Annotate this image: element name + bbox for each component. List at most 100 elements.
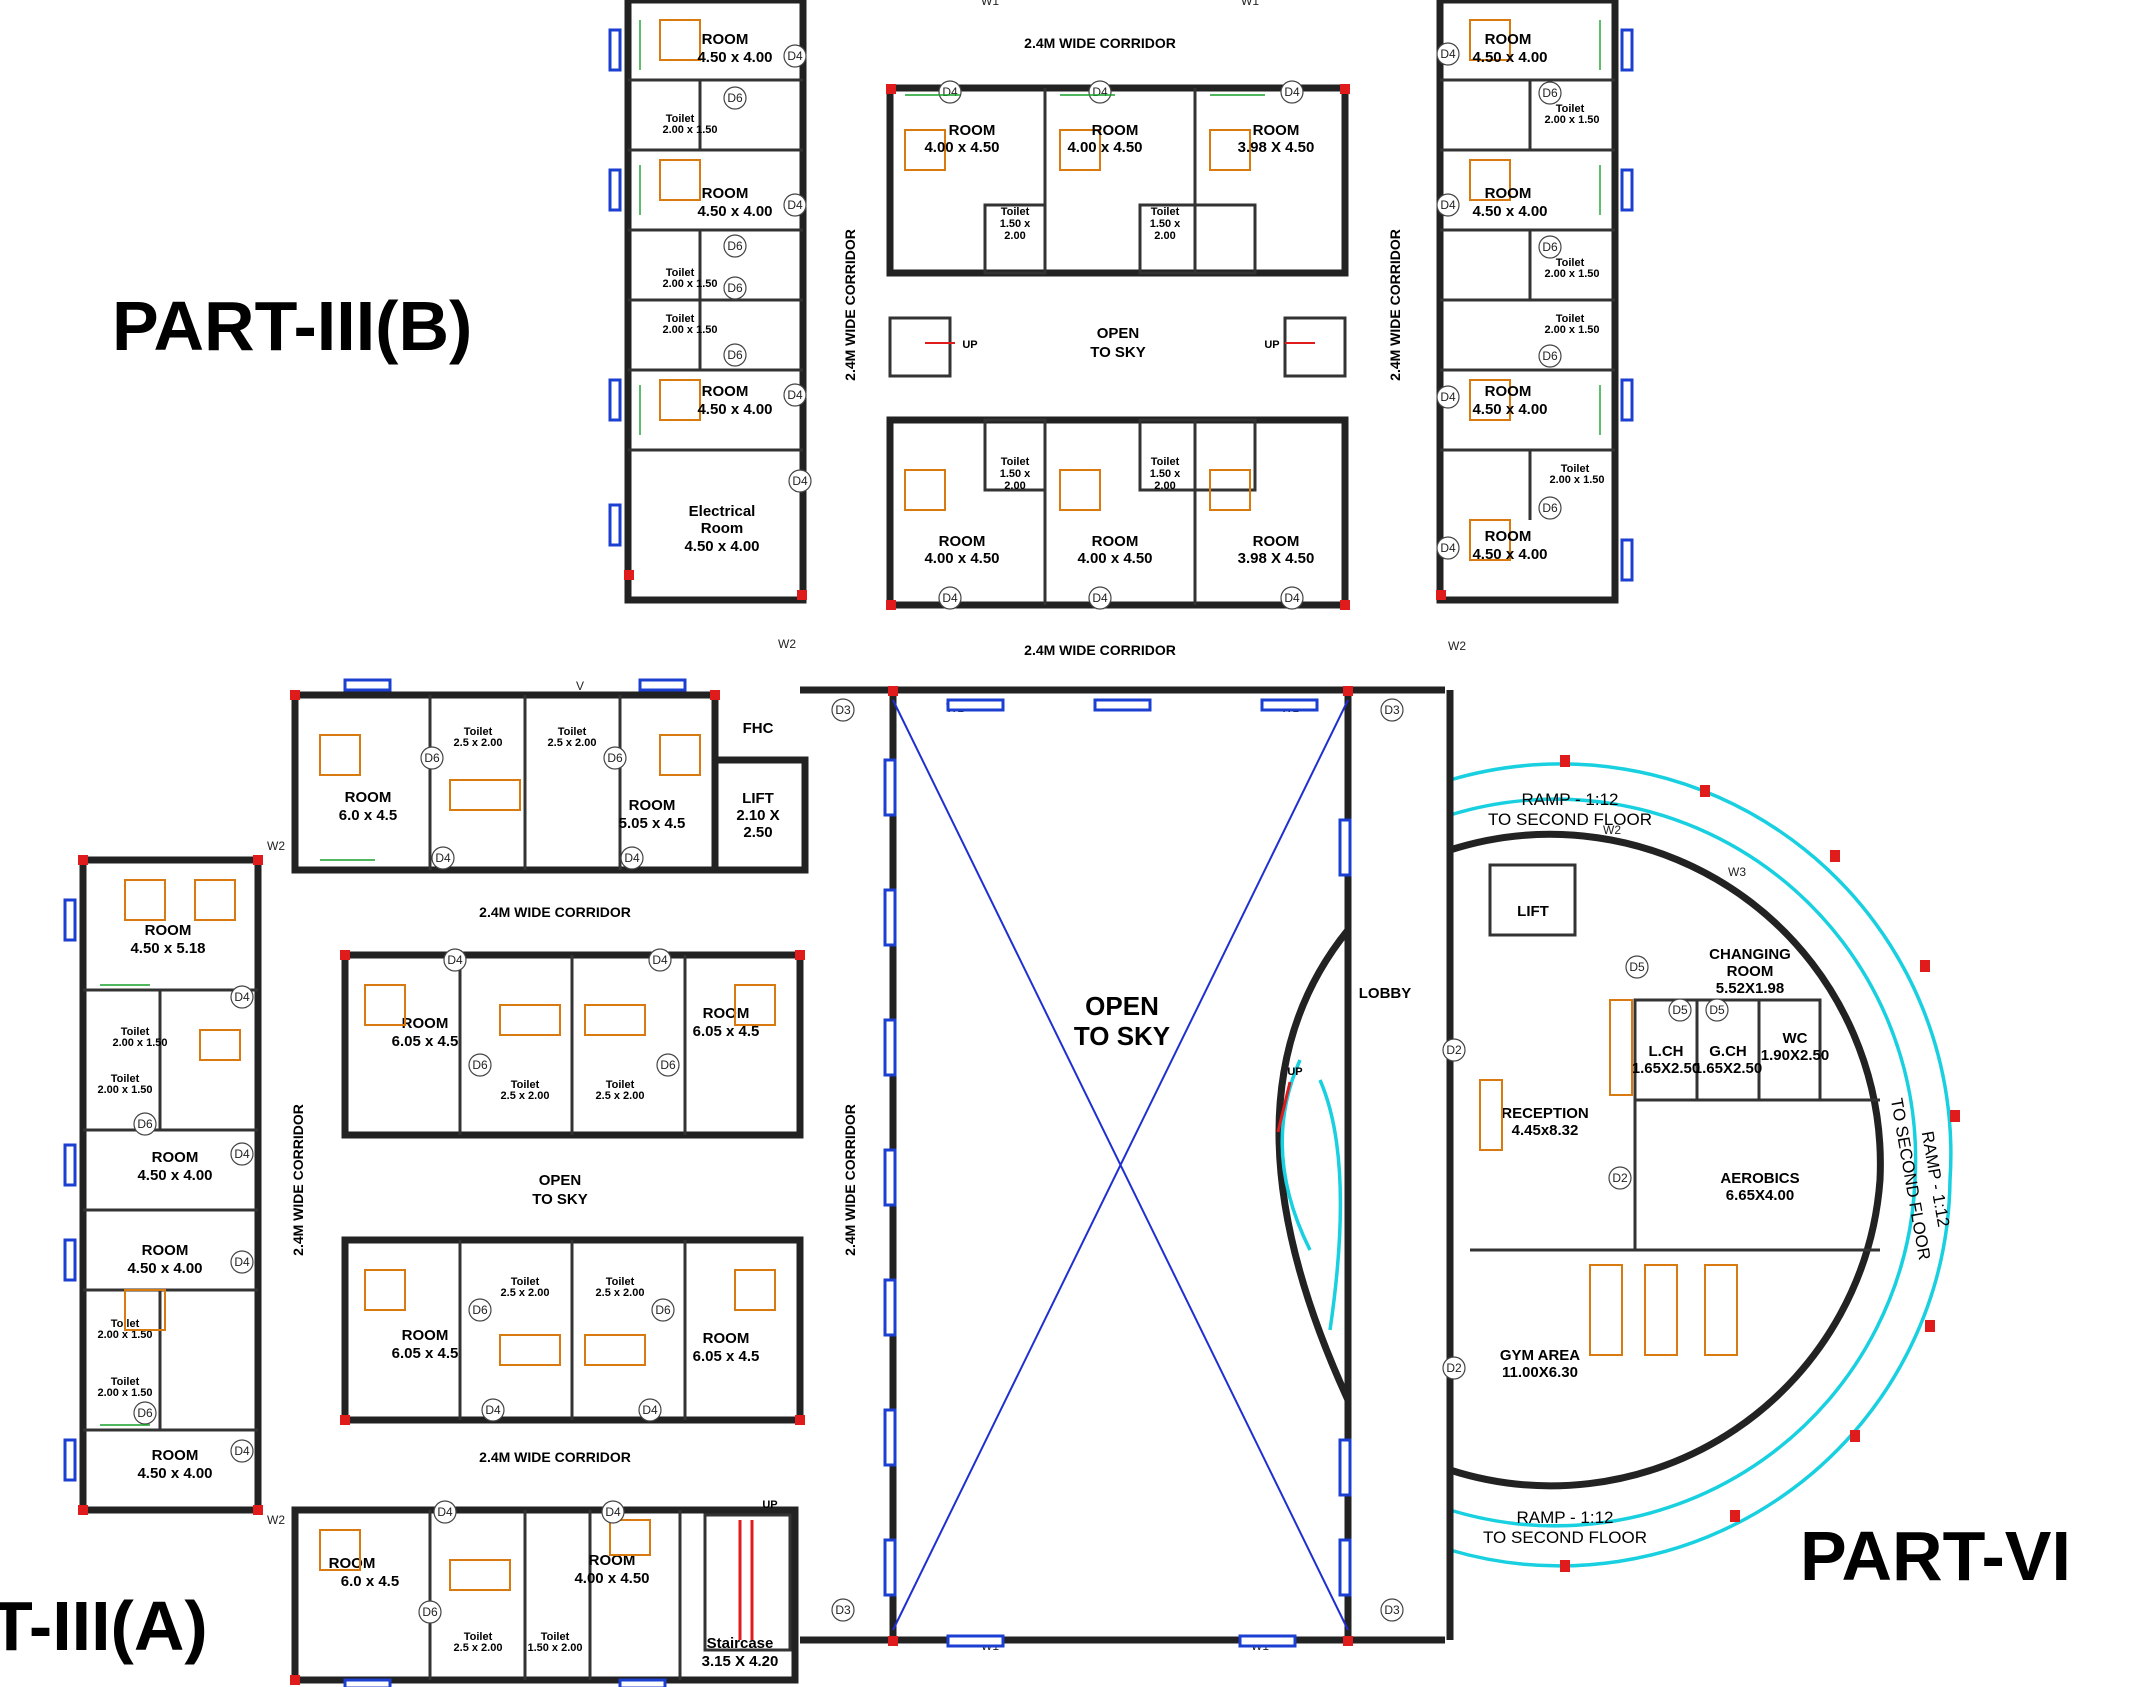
room-label: ROOM [1253, 122, 1300, 139]
room-label: ROOM [702, 383, 749, 400]
part-iii-b-title: PART-III(B) [112, 287, 472, 365]
toilet-label: Toilet [111, 1376, 140, 1388]
toilet-label: Toilet [1561, 463, 1590, 475]
door-tag: D6 [655, 1303, 671, 1317]
window-tag: W2 [267, 839, 285, 853]
toilet-size: 2.00 x 1.50 [97, 1387, 152, 1399]
door-tag: D6 [137, 1406, 153, 1420]
corridor-label: 2.4M WIDE CORRIDOR [290, 1104, 306, 1256]
a-top-block [291, 691, 719, 874]
changing-room-label: CHANGING [1709, 946, 1791, 963]
toilet-size: 2.5 x 2.00 [596, 1287, 645, 1299]
a-bottom-block [291, 1506, 799, 1684]
room-size: 4.50 x 4.00 [1472, 546, 1547, 563]
changing-room-label-2: ROOM [1727, 963, 1774, 980]
room-size: 4.50 x 4.00 [1472, 203, 1547, 220]
up-label: UP [1264, 339, 1279, 351]
door-tag: D3 [835, 1603, 851, 1617]
toilet-label: Toilet [1556, 257, 1585, 269]
reception-label: RECEPTION [1501, 1105, 1589, 1122]
ramp-label: RAMP - 1:12 [1516, 1508, 1613, 1527]
toilet-label: Toilet [1556, 103, 1585, 115]
door-tag: D4 [787, 49, 803, 63]
door-tag: D4 [942, 85, 958, 99]
gch-size: 1.65X2.50 [1694, 1060, 1762, 1077]
gym-area-size: 11.00X6.30 [1502, 1364, 1578, 1381]
toilet-size: 2.5 x 2.00 [501, 1090, 550, 1102]
staircase-label: Staircase [707, 1635, 774, 1652]
window-tag: W2 [778, 637, 796, 651]
lch-size: 1.65X2.50 [1632, 1060, 1700, 1077]
door-tag: D4 [234, 1255, 250, 1269]
room-label: ROOM [329, 1555, 376, 1572]
door-tag: D4 [1440, 541, 1456, 555]
door-tag: D4 [1092, 85, 1108, 99]
door-tag: D6 [727, 281, 743, 295]
fhc-label: FHC [743, 720, 774, 737]
open-to-sky-label: OPEN [1097, 325, 1140, 342]
room-label: ROOM [152, 1149, 199, 1166]
toilet-size: 1.50 x [1150, 218, 1181, 230]
toilet-size: 2.5 x 2.00 [454, 1642, 503, 1654]
room-size: 4.50 x 4.00 [1472, 401, 1547, 418]
toilet-size-2: 2.00 [1004, 230, 1025, 242]
corridor-label: 2.4M WIDE CORRIDOR [479, 1449, 631, 1465]
door-tag: D4 [787, 388, 803, 402]
room-size: 4.50 x 4.00 [137, 1167, 212, 1184]
door-tag: D4 [642, 1403, 658, 1417]
window-tag: W2 [267, 1513, 285, 1527]
door-tag: D6 [137, 1117, 153, 1131]
toilet-label: Toilet [121, 1026, 150, 1038]
part-iii-a-title: T-III(A) [0, 1587, 208, 1665]
room-label: ROOM [402, 1327, 449, 1344]
toilet-label: Toilet [606, 1079, 635, 1091]
toilet-size: 2.5 x 2.00 [548, 737, 597, 749]
open-to-sky-label: OPEN [1085, 991, 1159, 1021]
door-tag: D4 [234, 1147, 250, 1161]
room-size: 4.00 x 4.50 [1067, 139, 1142, 156]
door-tag: D2 [1446, 1043, 1462, 1057]
toilet-label: Toilet [511, 1276, 540, 1288]
room-size: 4.50 x 4.00 [697, 49, 772, 66]
toilet-size-2: 2.00 [1154, 230, 1175, 242]
part-iii-b-block: UP UP ROOM 4.50 x 4.00 Toilet 2.00 x 1.5… [624, 0, 1619, 658]
room-label: ROOM [1485, 528, 1532, 545]
room-label: ROOM [702, 185, 749, 202]
gym-outer-wall [1448, 830, 1884, 1490]
toilet-size: 2.00 x 1.50 [1549, 474, 1604, 486]
toilet-label: Toilet [666, 267, 695, 279]
door-tag: D5 [1709, 1003, 1725, 1017]
door-tag: D4 [485, 1403, 501, 1417]
corridor-label: 2.4M WIDE CORRIDOR [1387, 229, 1403, 381]
room-size: 4.50 x 4.00 [137, 1465, 212, 1482]
staircase-size: 3.15 X 4.20 [702, 1653, 779, 1670]
room-size: 4.00 x 4.50 [924, 139, 999, 156]
room-size: 6.05 x 4.5 [392, 1033, 459, 1050]
electrical-room-label-2: Room [701, 520, 744, 537]
window-tag: W3 [1728, 865, 1746, 879]
lift-label: LIFT [1517, 903, 1549, 920]
door-tag: D4 [234, 990, 250, 1004]
door-tag: D6 [422, 1605, 438, 1619]
room-label: ROOM [939, 533, 986, 550]
room-label: ROOM [142, 1242, 189, 1259]
door-tag: D6 [1542, 501, 1558, 515]
door-tag: D6 [472, 1058, 488, 1072]
room-label: ROOM [402, 1015, 449, 1032]
corridor-label: 2.4M WIDE CORRIDOR [1024, 642, 1176, 658]
b-center-top-block [886, 84, 1349, 277]
room-label: ROOM [589, 1552, 636, 1569]
toilet-size: 1.50 x 2.00 [527, 1642, 582, 1654]
fixture-marks [100, 20, 1601, 1426]
door-tag: D2 [1446, 1361, 1462, 1375]
lift-label: LIFT [742, 790, 774, 807]
room-label: ROOM [702, 31, 749, 48]
corridor-label: 2.4M WIDE CORRIDOR [479, 904, 631, 920]
toilet-size: 2.00 x 1.50 [1544, 268, 1599, 280]
lobby-curve [1275, 927, 1352, 1402]
door-tag: D5 [1672, 1003, 1688, 1017]
door-tag: D6 [727, 239, 743, 253]
room-size: 4.50 x 4.00 [697, 203, 772, 220]
room-size: 6.0 x 4.5 [341, 1573, 399, 1590]
toilet-size-2: 2.00 [1154, 480, 1175, 492]
